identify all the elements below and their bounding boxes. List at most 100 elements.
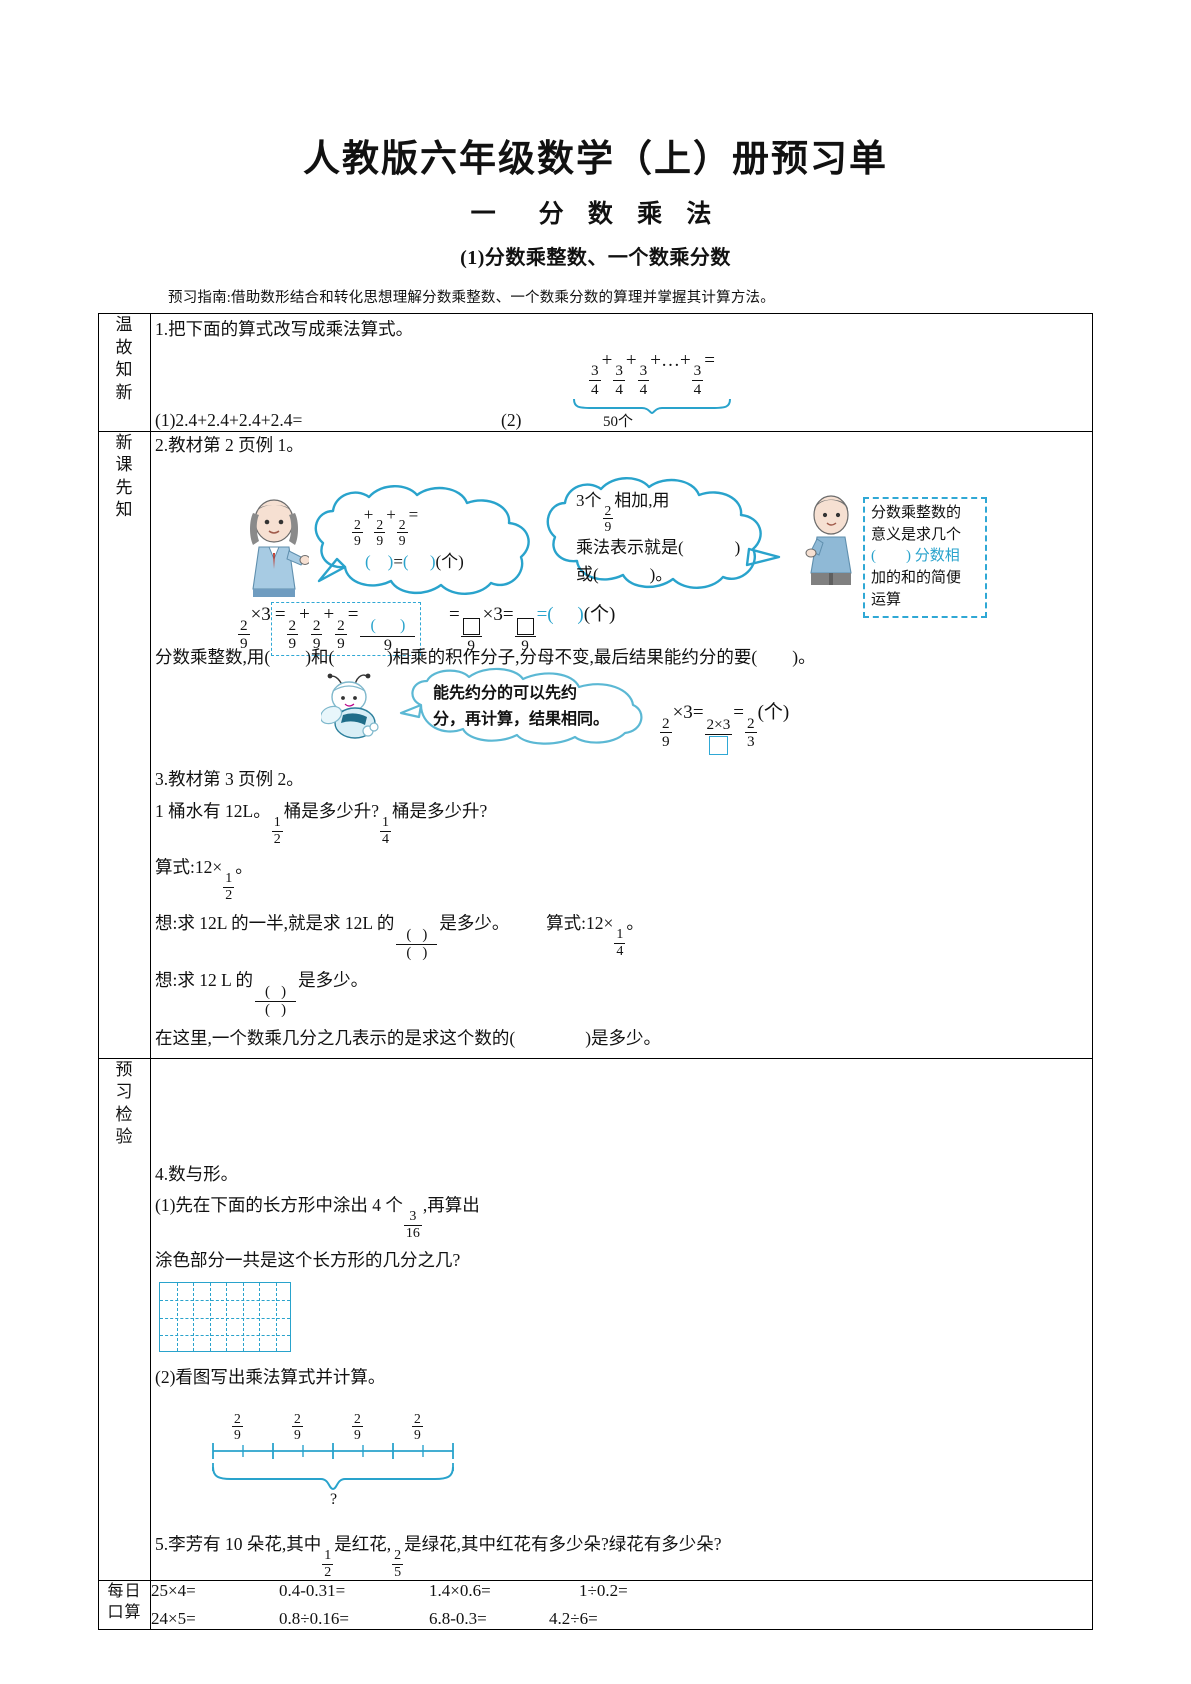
q3-l2-b: 。 xyxy=(235,857,253,878)
q3-l1-a: 1 桶水有 12L。 xyxy=(155,800,271,821)
speech-bubble-2 xyxy=(546,476,781,589)
grid-vline xyxy=(275,1282,277,1351)
times-3: ×3 xyxy=(250,603,271,625)
row-label-review-c2: 故 xyxy=(115,337,134,357)
blank-num-2: ( ) xyxy=(265,984,287,1001)
callout-line-3: ( ) 分数相 xyxy=(871,548,960,565)
eq-tail-blank: =( ) xyxy=(536,603,584,625)
row-label-review: 温 故 知 新 xyxy=(98,313,151,432)
boy-student-icon xyxy=(805,495,852,585)
bubble1-blank-parens-2: ( ) xyxy=(402,551,436,571)
daily-r2-c2: 0.8÷0.16= xyxy=(279,1609,349,1629)
daily-row-1: 25×4=0.4-0.31=1.4×0.6=1÷0.2= xyxy=(151,1581,1092,1601)
q5-b: 是红花, xyxy=(334,1533,392,1554)
question-1-item-2-marker: (2) xyxy=(501,409,522,430)
question-2-prompt: 2.教材第 2 页例 1。 xyxy=(155,434,304,455)
bubble1-line2: ( )=( )(个) xyxy=(365,551,464,571)
numerator-box-2 xyxy=(515,615,536,635)
daily-row-2: 24×5=0.8÷0.16=6.8-0.3=4.2÷6= xyxy=(151,1609,1092,1629)
bubble1-blank-parens: ( ) xyxy=(365,551,394,571)
bubble2-suffix: 相加,用 xyxy=(614,490,670,510)
grid-hline xyxy=(160,1300,290,1302)
row-label-newlesson-c3: 先 xyxy=(115,477,134,497)
callout-line-2: 意义是求几个 xyxy=(871,526,962,543)
numerator-box-1 xyxy=(461,615,482,635)
q3-l3-b: 是多少。 xyxy=(439,913,510,934)
row-label-check-c2: 习 xyxy=(115,1082,134,1102)
bee-speech-text: 能先约分的可以先约 分，再计算，结果相同。 xyxy=(433,681,643,732)
question-3-prompt: 3.教材第 3 页例 2。 xyxy=(155,768,304,789)
unit-title: 一 分 数 乘 法 xyxy=(470,201,721,229)
blank-fraction-over-9: ( )9 xyxy=(360,618,416,653)
rule-statement: 分数乘整数,用( )和( )相乘的积作分子,分母不变,最后结果能约分的要( )。 xyxy=(155,646,816,667)
callout-line-5: 运算 xyxy=(871,591,902,608)
row-label-check-c1: 预 xyxy=(115,1059,134,1079)
grid-vline xyxy=(242,1282,244,1351)
question-1-items: (1)2.4+2.4+2.4+2.4= (2) 50个 xyxy=(151,410,1092,431)
row-label-check: 预 习 检 验 xyxy=(98,1057,151,1582)
question-4-prompt: 4.数与形。 xyxy=(155,1163,239,1184)
bee-speech-bubble xyxy=(399,667,643,745)
question-3-line-5: 在这里,一个数乘几分之几表示的是求这个数的( )是多少。 xyxy=(155,1027,662,1048)
answer-box-blue-icon xyxy=(708,735,728,755)
underbrace-icon xyxy=(572,398,731,414)
callout-line-1: 分数乘整数的 xyxy=(871,504,962,521)
row-label-review-c4: 新 xyxy=(115,382,134,402)
item-1-text: 2.4+2.4+2.4+2.4= xyxy=(175,409,303,430)
bee-line-1: 能先约分的可以先约 xyxy=(433,684,578,702)
box-fraction-1: 9 xyxy=(460,615,482,653)
row-label-daily: 每日 口算 xyxy=(98,1580,151,1631)
section-newlesson-body: 2.教材第 2 页例 1。 xyxy=(150,430,1093,1059)
row-label-newlesson: 新 课 先 知 xyxy=(98,430,151,1059)
cancel-numerator: 2×3 xyxy=(706,716,731,734)
cancel-fraction: 2×3 xyxy=(704,716,733,755)
ellipsis: … xyxy=(660,349,680,371)
bubble2-line3: 或( )。 xyxy=(576,561,776,588)
q5-a: 5.李芳有 10 朵花,其中 xyxy=(155,1533,322,1554)
bar-brace-diagram xyxy=(212,1442,454,1490)
rectangle-grid[interactable] xyxy=(159,1281,291,1352)
q3-l1-c: 桶是多少升? xyxy=(391,800,488,821)
times-3-b: ×3 xyxy=(482,603,503,625)
equals-sign: = xyxy=(704,349,715,371)
grid-vline xyxy=(209,1282,211,1351)
q3-l3-c: 算式:12× xyxy=(546,913,614,934)
question-1-prompt: 1.把下面的算式改写成乘法算式。 xyxy=(155,319,414,340)
cancel-denominator-box xyxy=(704,733,733,755)
unknown-question-mark: ? xyxy=(330,1490,338,1508)
question-4-1-line-2: 涂色部分一共是这个长方形的几分之几? xyxy=(155,1249,461,1270)
